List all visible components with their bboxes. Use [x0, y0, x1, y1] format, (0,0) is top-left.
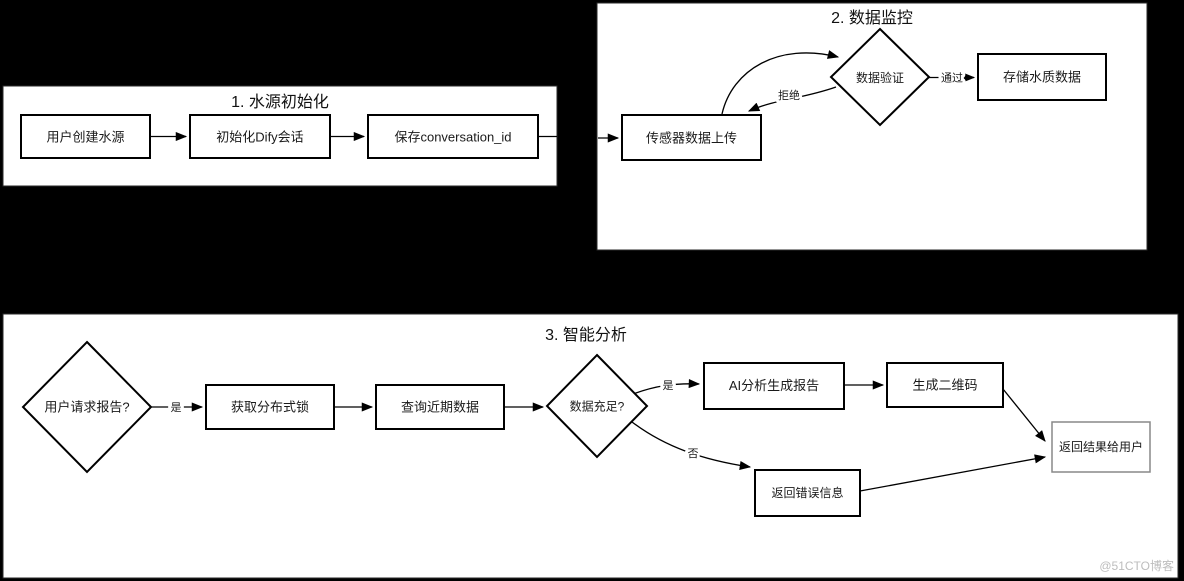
- edge-qr-to-result: [1002, 388, 1046, 442]
- node-data-validation-diamond: [829, 27, 931, 127]
- edge-enough-no-to-error: [631, 421, 752, 470]
- node-data-sufficient: 数据充足?: [545, 353, 649, 459]
- node-ai-generate-report-box: [703, 362, 845, 410]
- edge-error-to-result: [859, 454, 1047, 492]
- node-user-request-report-label: 用户请求报告?: [44, 400, 129, 415]
- node-store-water-quality-data: 存储水质数据: [977, 53, 1107, 101]
- node-acquire-distributed-lock: 获取分布式锁: [205, 384, 335, 430]
- node-data-sufficient-label: 数据充足?: [570, 399, 625, 414]
- node-return-error-message-label: 返回错误信息: [771, 485, 843, 500]
- node-sensor-data-upload-box: [621, 114, 762, 161]
- node-return-result-to-user-label: 返回结果给用户: [1059, 439, 1143, 454]
- node-generate-qrcode-box: [886, 362, 1004, 408]
- edge-upload-to-validate: [721, 50, 840, 115]
- node-save-conversation-id-label: 保存conversation_id: [394, 130, 511, 145]
- edge-label-yes-request: 是: [171, 401, 182, 414]
- node-query-recent-data-box: [375, 384, 505, 430]
- node-init-dify-session: 初始化Dify会话: [189, 114, 331, 159]
- node-data-sufficient-diamond: [545, 353, 649, 459]
- panel3-title: 3. 智能分析: [545, 326, 627, 344]
- edge-label-pass: 通过: [941, 72, 963, 85]
- panel2-title: 2. 数据监控: [831, 9, 913, 27]
- node-return-error-message: 返回错误信息: [754, 469, 861, 517]
- node-generate-qrcode: 生成二维码: [886, 362, 1004, 408]
- node-store-water-quality-data-box: [977, 53, 1107, 101]
- edge-enough-yes-to-ai: [632, 379, 701, 395]
- node-init-dify-session-box: [189, 114, 331, 159]
- node-return-error-message-box: [754, 469, 861, 517]
- node-store-water-quality-data-label: 存储水质数据: [1003, 70, 1081, 85]
- node-return-result-to-user-box: [1051, 421, 1151, 473]
- node-sensor-data-upload: 传感器数据上传: [621, 114, 762, 161]
- node-init-dify-session-label: 初始化Dify会话: [216, 130, 303, 145]
- node-user-create-water-source-label: 用户创建水源: [46, 130, 124, 145]
- node-save-conversation-id-box: [367, 114, 539, 159]
- node-ai-generate-report-label: AI分析生成报告: [729, 378, 819, 393]
- edge-validate-reject-to-upload: [747, 86, 837, 112]
- node-sensor-data-upload-label: 传感器数据上传: [646, 131, 737, 146]
- node-acquire-distributed-lock-label: 获取分布式锁: [231, 400, 309, 415]
- node-user-request-report: 用户请求报告?: [21, 340, 153, 474]
- edge-label-no-enough: 否: [688, 448, 699, 460]
- watermark: @51CTO博客: [1099, 558, 1174, 573]
- node-query-recent-data-label: 查询近期数据: [401, 400, 479, 415]
- node-query-recent-data: 查询近期数据: [375, 384, 505, 430]
- node-return-result-to-user: 返回结果给用户: [1051, 421, 1151, 473]
- node-data-validation: 数据验证: [829, 27, 931, 127]
- node-generate-qrcode-label: 生成二维码: [912, 378, 977, 393]
- edge-label-reject: 拒绝: [778, 88, 800, 102]
- node-user-create-water-source-box: [20, 114, 151, 159]
- edge-label-yes-enough: 是: [663, 379, 674, 392]
- node-user-request-report-diamond: [21, 340, 153, 474]
- node-data-validation-label: 数据验证: [856, 70, 904, 85]
- node-save-conversation-id: 保存conversation_id: [367, 114, 539, 159]
- node-ai-generate-report: AI分析生成报告: [703, 362, 845, 410]
- node-acquire-distributed-lock-box: [205, 384, 335, 430]
- panel1-title: 1. 水源初始化: [231, 93, 329, 111]
- node-user-create-water-source: 用户创建水源: [20, 114, 151, 159]
